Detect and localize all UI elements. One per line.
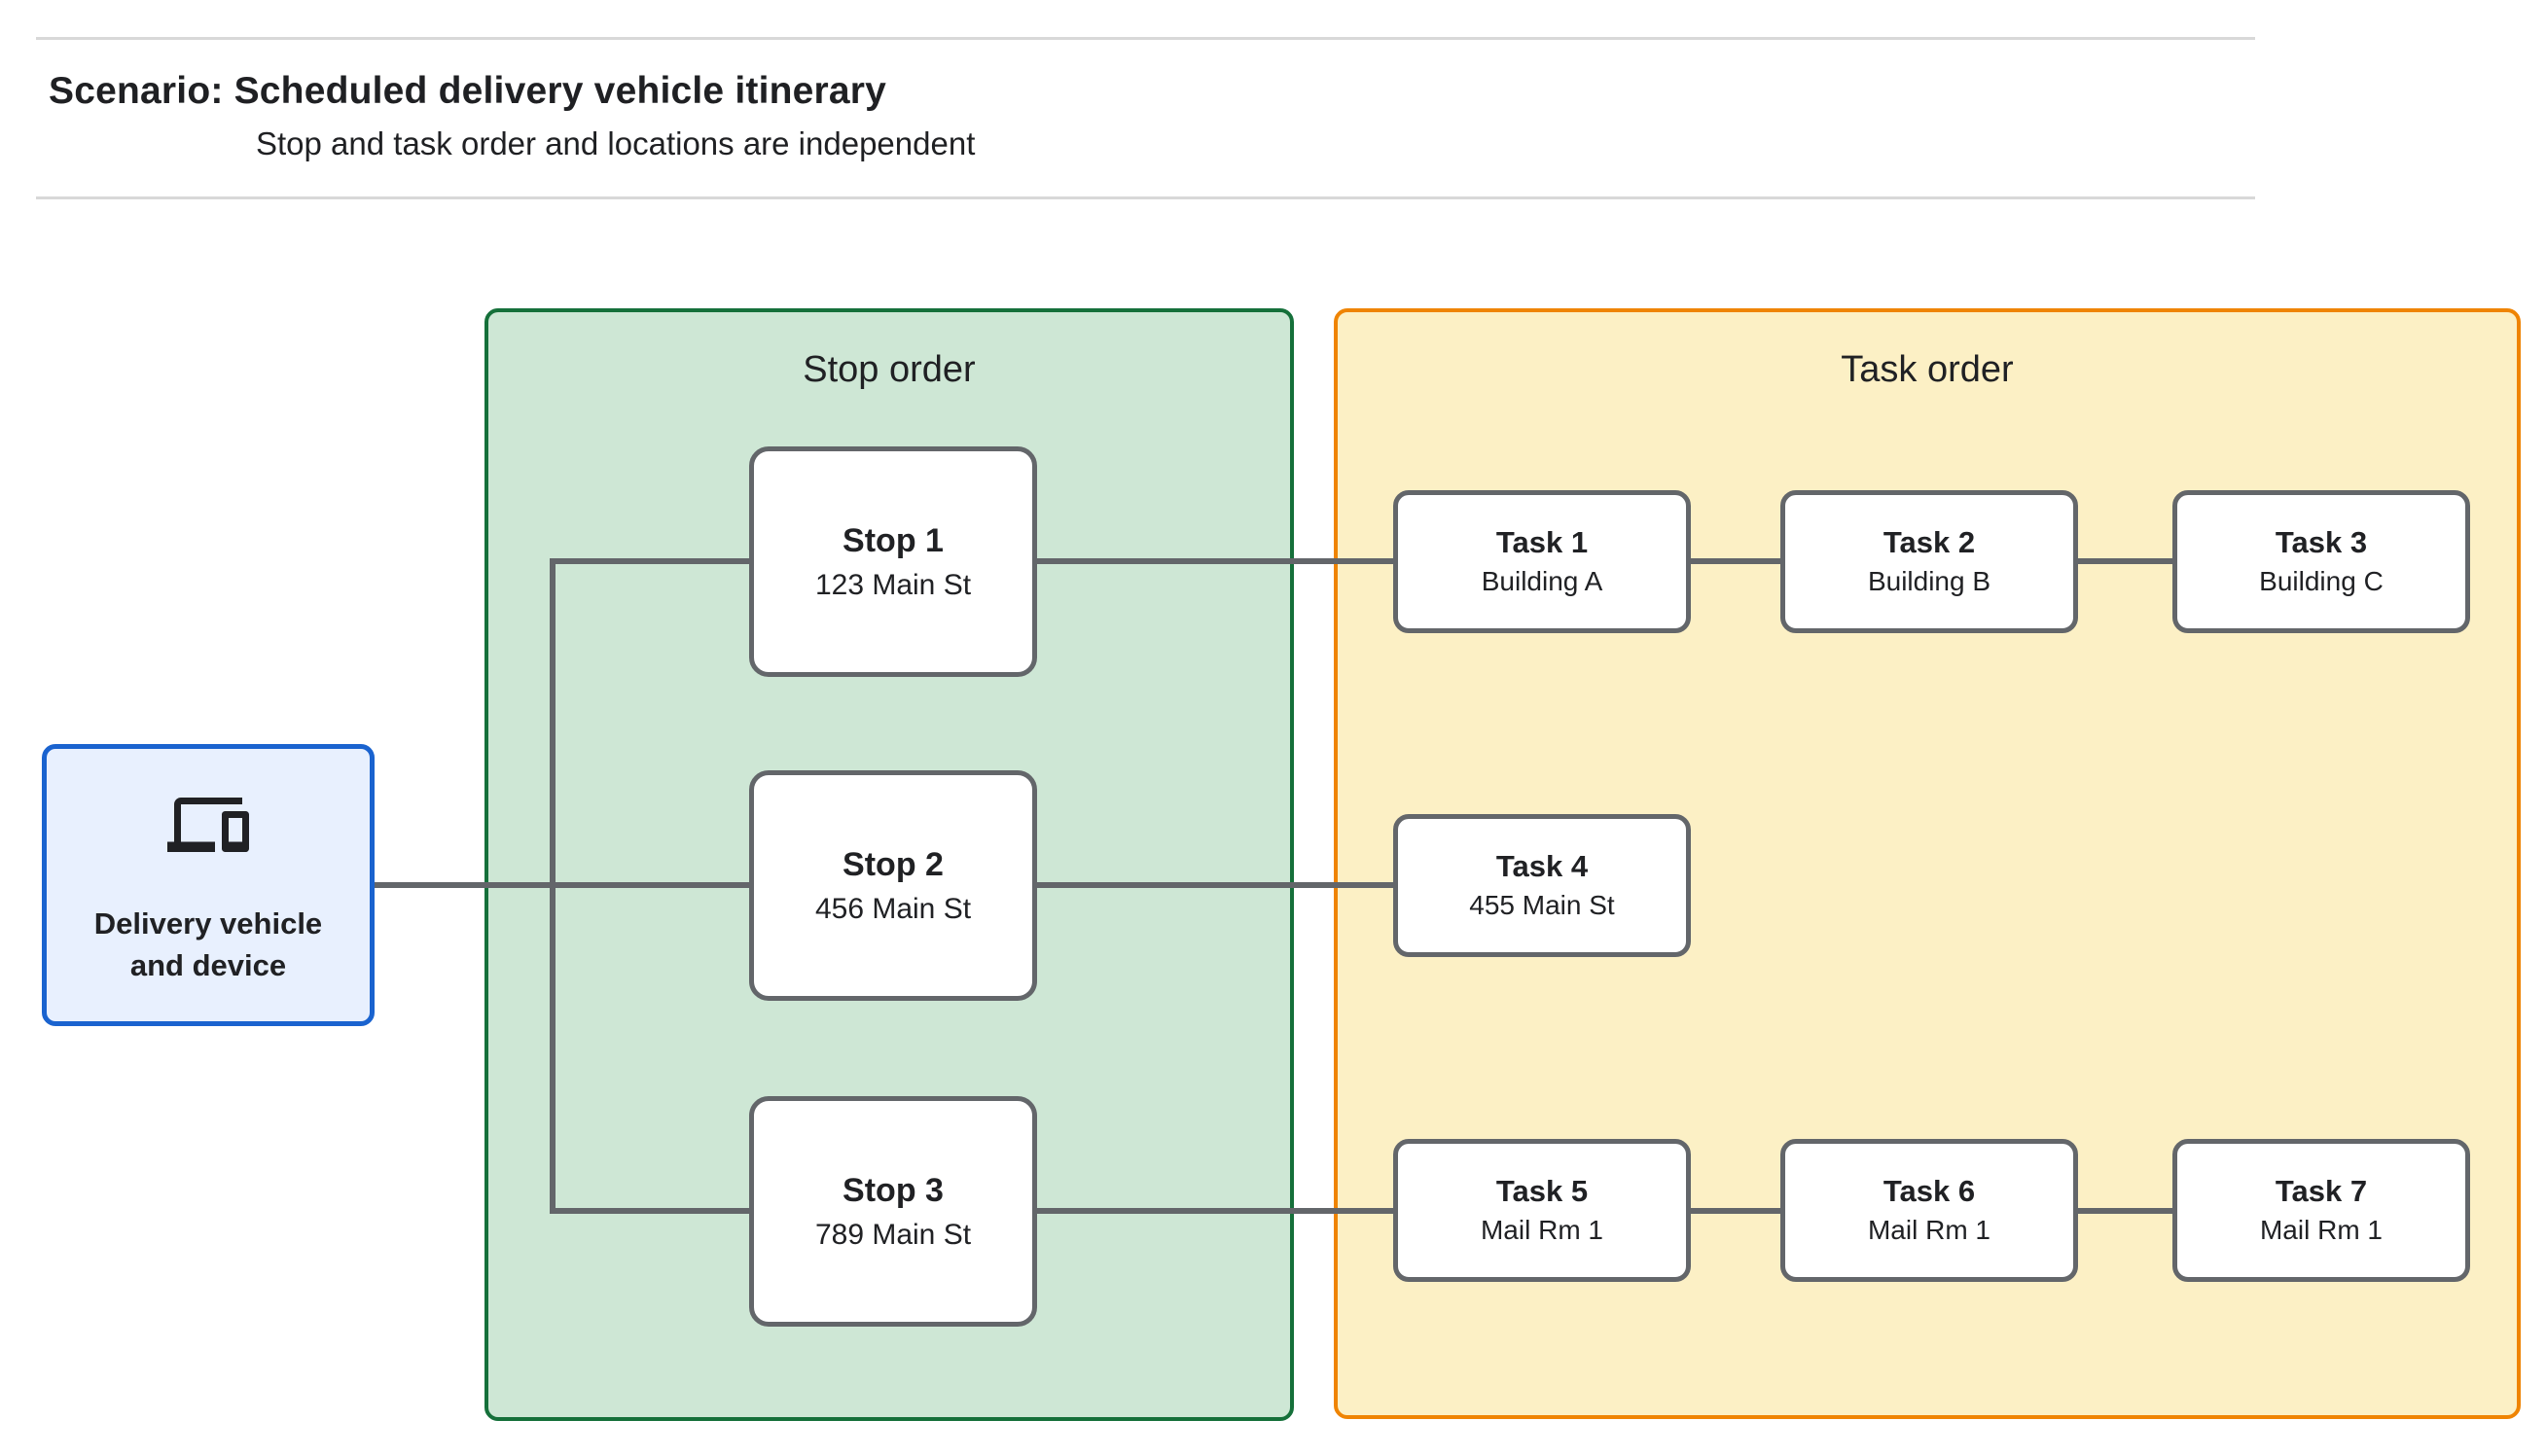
- stop-2-node: Stop 2 456 Main St: [749, 770, 1037, 1001]
- top-divider-line: [36, 37, 2255, 40]
- task-4-location: 455 Main St: [1469, 890, 1615, 921]
- connector-task6-to-task7: [2078, 1208, 2172, 1214]
- connector-trunk-to-stop3: [550, 1208, 749, 1214]
- connector-stop2-to-task4: [1037, 882, 1393, 888]
- task-7-node: Task 7 Mail Rm 1: [2172, 1139, 2470, 1282]
- task-4-title: Task 4: [1495, 849, 1589, 884]
- stop-1-node: Stop 1 123 Main St: [749, 446, 1037, 677]
- delivery-vehicle-label-line1: Delivery vehicle: [93, 906, 323, 941]
- connector-task1-to-task2: [1691, 558, 1780, 564]
- task-4-node: Task 4 455 Main St: [1393, 814, 1691, 957]
- stop-1-title: Stop 1: [843, 521, 944, 559]
- connector-task5-to-task6: [1691, 1208, 1780, 1214]
- delivery-vehicle-node: Delivery vehicle and device: [42, 744, 375, 1026]
- task-1-location: Building A: [1481, 566, 1603, 597]
- delivery-vehicle-label: Delivery vehicle and device: [94, 903, 322, 987]
- task-5-node: Task 5 Mail Rm 1: [1393, 1139, 1691, 1282]
- task-6-node: Task 6 Mail Rm 1: [1780, 1139, 2078, 1282]
- task-2-location: Building B: [1867, 566, 1991, 597]
- task-5-title: Task 5: [1495, 1174, 1589, 1209]
- task-2-title: Task 2: [1883, 525, 1976, 560]
- delivery-vehicle-label-line2: and device: [129, 948, 287, 982]
- connector-stop-trunk: [550, 558, 556, 1214]
- connector-vehicle-to-stop2: [375, 882, 749, 888]
- page-title: Scenario: Scheduled delivery vehicle iti…: [49, 70, 887, 112]
- stop-3-node: Stop 3 789 Main St: [749, 1096, 1037, 1327]
- connector-task2-to-task3: [2078, 558, 2172, 564]
- devices-icon: [167, 784, 249, 866]
- task-6-location: Mail Rm 1: [1867, 1215, 1990, 1246]
- page-subtitle: Stop and task order and locations are in…: [256, 125, 976, 161]
- task-1-node: Task 1 Building A: [1393, 490, 1691, 633]
- stop-order-panel-label: Stop order: [803, 349, 976, 390]
- stop-3-title: Stop 3: [843, 1171, 944, 1209]
- connector-stop3-to-task5: [1037, 1208, 1393, 1214]
- stop-3-address: 789 Main St: [814, 1219, 972, 1252]
- connector-trunk-to-stop1: [550, 558, 749, 564]
- stop-2-title: Stop 2: [843, 845, 944, 883]
- connector-stop1-to-task1: [1037, 558, 1393, 564]
- task-3-title: Task 3: [2275, 525, 2368, 560]
- stop-1-address: 123 Main St: [814, 569, 972, 602]
- task-7-location: Mail Rm 1: [2259, 1215, 2383, 1246]
- task-2-node: Task 2 Building B: [1780, 490, 2078, 633]
- task-5-location: Mail Rm 1: [1480, 1215, 1603, 1246]
- task-7-title: Task 7: [2275, 1174, 2368, 1209]
- task-3-location: Building C: [2259, 566, 2384, 597]
- task-1-title: Task 1: [1495, 525, 1589, 560]
- bottom-divider-line: [36, 196, 2255, 199]
- task-order-panel-label: Task order: [1841, 349, 2014, 390]
- task-3-node: Task 3 Building C: [2172, 490, 2470, 633]
- task-6-title: Task 6: [1883, 1174, 1976, 1209]
- stop-2-address: 456 Main St: [814, 893, 972, 926]
